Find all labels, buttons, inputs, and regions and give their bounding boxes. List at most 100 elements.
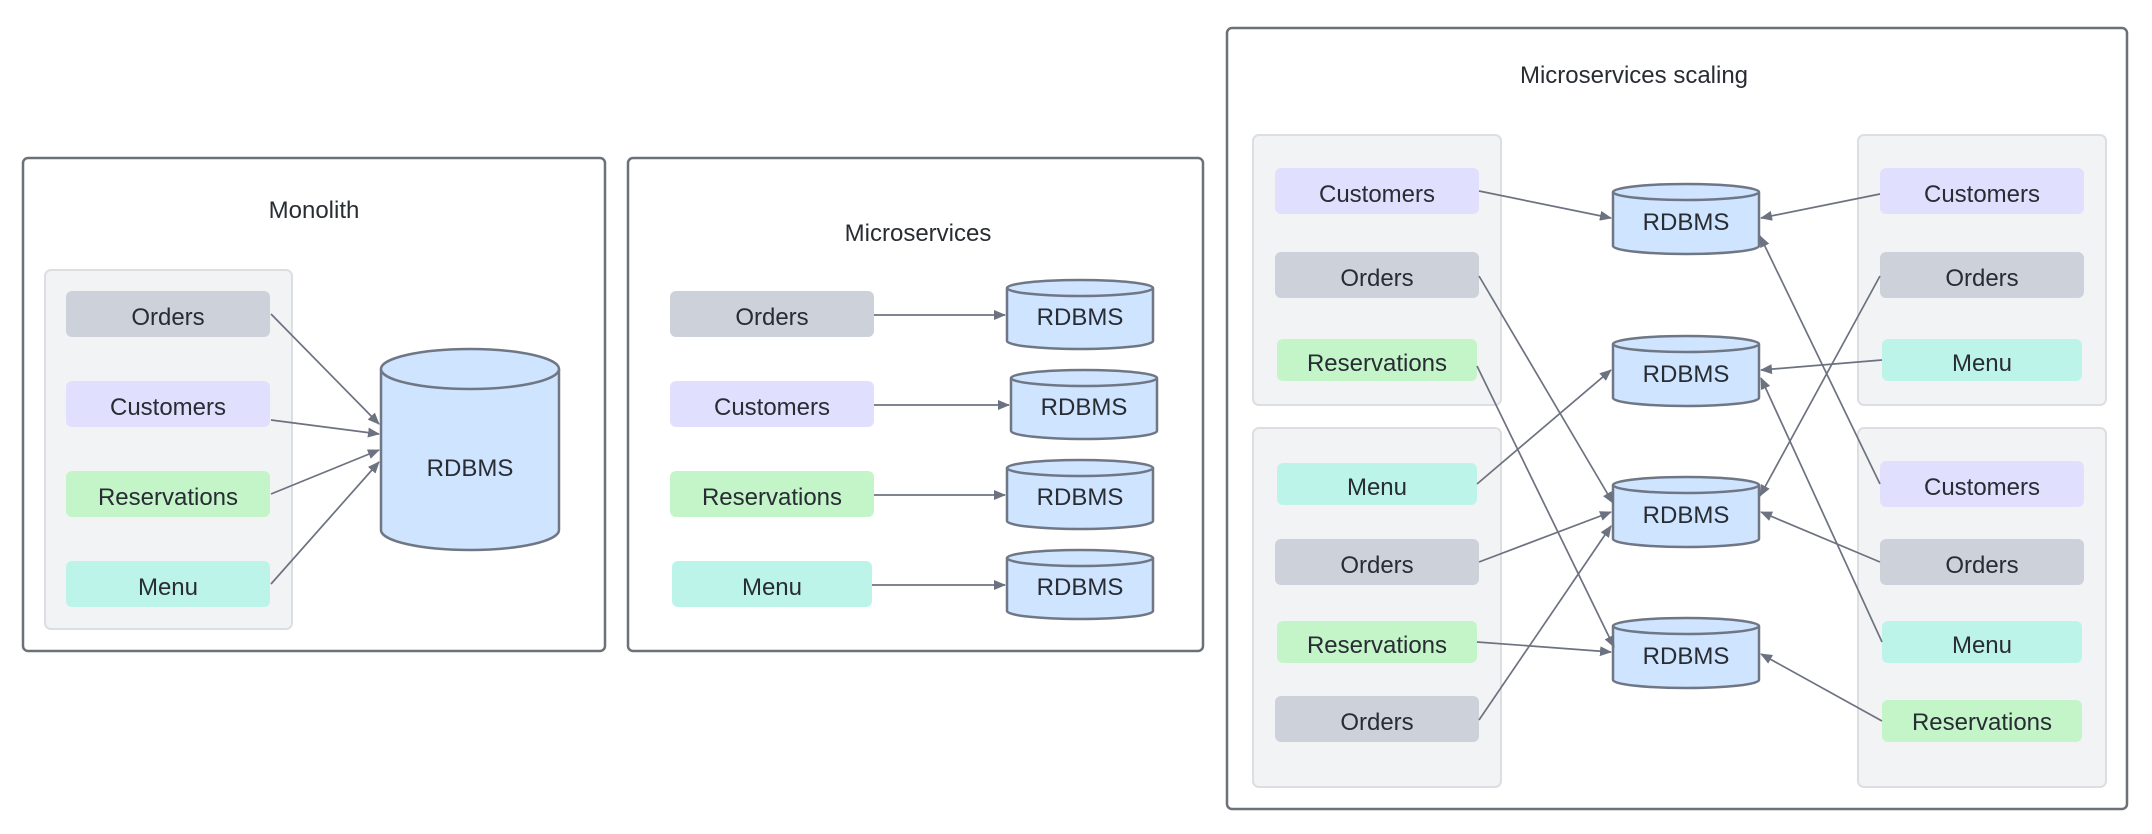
database-label: RDBMS [1643, 209, 1730, 236]
service-label: Menu [742, 574, 802, 601]
database-top [1611, 616, 1761, 636]
scaling-rt-menu: Menu [1882, 339, 2082, 381]
arrow-customers-db [270, 419, 380, 438]
micro-database-2: RDBMS [1009, 368, 1159, 441]
database-top [1611, 475, 1761, 495]
arrow-lb-reservations-db4 [1476, 641, 1612, 657]
scaling-rb-menu: Menu [1882, 621, 2082, 663]
micro-database-3: RDBMS [1005, 458, 1155, 531]
arrow-lt-orders-db3 [1478, 275, 1614, 504]
service-label: Reservations [1912, 709, 2052, 736]
service-label: Orders [1340, 552, 1413, 579]
arrow-rb-orders-db3 [1760, 511, 1881, 563]
database-body [1009, 378, 1159, 441]
database-label: RDBMS [1643, 502, 1730, 529]
service-label: Customers [110, 394, 226, 421]
service-label: Orders [131, 304, 204, 331]
service-box [1275, 168, 1479, 214]
database-label: RDBMS [427, 455, 514, 482]
arrow-rb-menu-db2 [1760, 377, 1883, 643]
service-label: Customers [1319, 181, 1435, 208]
service-label: Reservations [1307, 350, 1447, 377]
scaling-database-1: RDBMS [1611, 182, 1761, 256]
scaling-database-2: RDBMS [1611, 334, 1761, 408]
scaling-lt-customers: Customers [1275, 168, 1479, 214]
arrow-rb-customers-db1 [1759, 235, 1881, 485]
scaling-database-3: RDBMS [1611, 475, 1761, 549]
service-label: Orders [1340, 709, 1413, 736]
scaling-rt-orders: Orders [1880, 252, 2084, 298]
database-body [1611, 485, 1761, 549]
monolith-service-menu: Menu [66, 561, 270, 607]
microservices-panel: Microservices Orders Customers Reservati… [626, 156, 1205, 653]
service-label: Orders [735, 304, 808, 331]
service-label: Menu [138, 574, 198, 601]
service-box [1277, 463, 1477, 505]
arrow-orders-db [270, 313, 380, 425]
micro-service-reservations: Reservations [670, 471, 874, 517]
database-top [1611, 182, 1761, 202]
service-label: Reservations [1307, 632, 1447, 659]
monolith-connections [270, 313, 380, 585]
scaling-panel: Microservices scaling Customers Orders R… [1225, 26, 2129, 811]
service-label: Customers [714, 394, 830, 421]
scaling-rt-customers: Customers [1880, 168, 2084, 214]
arrow-reservations-db [270, 449, 380, 495]
database-label: RDBMS [1041, 394, 1128, 421]
database-top [379, 347, 561, 391]
service-box [1275, 696, 1479, 742]
database-body [1005, 558, 1155, 621]
service-label: Menu [1952, 632, 2012, 659]
scaling-database-4: RDBMS [1611, 616, 1761, 690]
monolith-database: RDBMS [379, 347, 561, 552]
arrow-lb-orders-db3 [1478, 511, 1612, 563]
database-top [1005, 458, 1155, 478]
service-label: Menu [1347, 474, 1407, 501]
scaling-right-bottom-group [1857, 427, 2107, 788]
micro-database-4: RDBMS [1005, 548, 1155, 621]
database-body [1611, 626, 1761, 690]
service-box [1882, 700, 2082, 742]
service-label: Reservations [702, 484, 842, 511]
micro-connections [872, 310, 1010, 590]
scaling-rb-reservations: Reservations [1882, 700, 2082, 742]
database-top [1005, 548, 1155, 568]
database-label: RDBMS [1643, 643, 1730, 670]
monolith-service-group [44, 269, 293, 630]
arrow-lb-menu-db2 [1476, 369, 1612, 485]
arrow-rt-customers-db1 [1760, 193, 1881, 221]
scaling-rb-customers: Customers [1880, 461, 2084, 507]
scaling-lb-orders-1: Orders [1275, 539, 1479, 585]
arrow-lb-orders-db3-b [1478, 525, 1612, 721]
monolith-service-orders: Orders [66, 291, 270, 337]
scaling-title: Microservices scaling [1520, 62, 1748, 89]
service-box [1880, 461, 2084, 507]
service-box [66, 291, 270, 337]
service-box [1882, 621, 2082, 663]
scaling-connections [1476, 190, 1883, 722]
monolith-service-reservations: Reservations [66, 471, 270, 517]
scaling-lb-menu: Menu [1277, 463, 1477, 505]
database-body [1005, 288, 1155, 351]
service-box [1277, 621, 1477, 663]
scaling-rb-orders: Orders [1880, 539, 2084, 585]
service-box [66, 381, 270, 427]
arrow-rt-orders-db3 [1759, 275, 1881, 497]
service-label: Orders [1945, 552, 2018, 579]
database-top [1611, 334, 1761, 354]
service-box [670, 381, 874, 427]
scaling-lt-reservations: Reservations [1277, 339, 1477, 381]
arrow-lt-customers-db1 [1478, 190, 1612, 221]
database-body [1005, 468, 1155, 531]
service-box [670, 471, 874, 517]
arrow-lt-reservations-db4 [1476, 365, 1615, 648]
scaling-lb-orders-2: Orders [1275, 696, 1479, 742]
database-body [379, 369, 561, 552]
service-label: Menu [1952, 350, 2012, 377]
micro-service-menu: Menu [672, 561, 872, 607]
monolith-service-customers: Customers [66, 381, 270, 427]
service-label: Reservations [98, 484, 238, 511]
database-body [1611, 192, 1761, 256]
database-label: RDBMS [1037, 484, 1124, 511]
